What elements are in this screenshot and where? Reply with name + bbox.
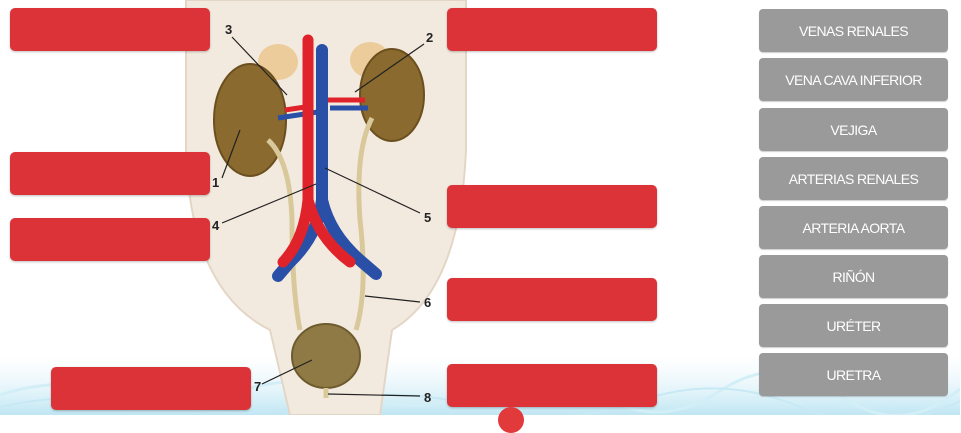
number-label-4: 4 [212,218,220,233]
drop-zone-8[interactable] [447,364,657,407]
bladder [292,324,360,388]
number-label-8: 8 [424,390,431,405]
drop-zone-7[interactable] [51,367,251,410]
number-label-1: 1 [212,175,219,190]
kidney-left [214,64,286,176]
drop-zone-1[interactable] [10,152,210,195]
activity-stage: 3 2 1 4 5 6 7 8 VENAS RENALES VENA CAVA … [0,0,961,415]
word-uretra[interactable]: URETRA [759,353,948,396]
number-label-5: 5 [424,210,431,225]
word-ureter[interactable]: URÉTER [759,304,948,347]
number-label-7: 7 [254,379,261,394]
drop-zone-3[interactable] [10,8,210,51]
drop-zone-2[interactable] [447,8,657,51]
number-label-3: 3 [225,22,232,37]
number-label-2: 2 [426,30,433,45]
drop-zone-6[interactable] [447,278,657,321]
drop-zone-4[interactable] [10,218,210,261]
word-venas-renales[interactable]: VENAS RENALES [759,9,948,52]
word-rinon[interactable]: RIÑÓN [759,255,948,298]
word-arteria-aorta[interactable]: ARTERIA AORTA [759,206,948,249]
word-vena-cava-inferior[interactable]: VENA CAVA INFERIOR [759,58,948,101]
check-button-partial[interactable] [498,407,524,433]
word-vejiga[interactable]: VEJIGA [759,108,948,151]
number-label-6: 6 [424,295,431,310]
urinary-system-diagram: 3 2 1 4 5 6 7 8 [180,0,480,415]
drop-zone-5[interactable] [447,185,657,228]
word-arterias-renales[interactable]: ARTERIAS RENALES [759,157,948,200]
